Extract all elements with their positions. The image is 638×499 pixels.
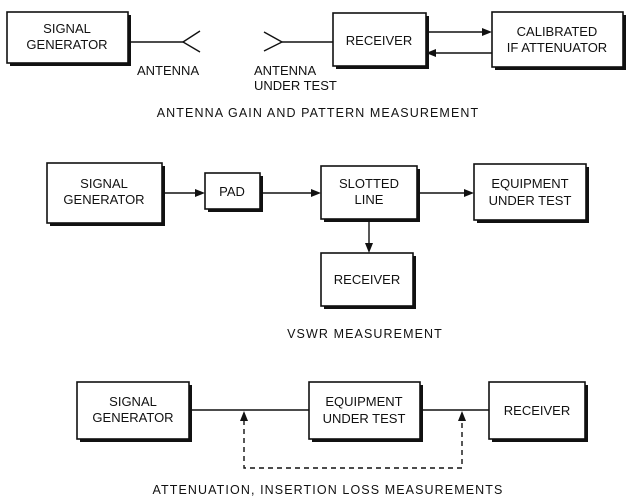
atten-equipment-under-test-block: EQUIPMENT UNDER TEST: [308, 381, 423, 442]
atten-signal-generator-block: SIGNAL GENERATOR: [76, 381, 192, 442]
antenna-gain-diagram: SIGNAL GENERATOR ANTENNA ANTENNA UNDER T…: [6, 11, 626, 120]
gain-receiver-label: RECEIVER: [346, 33, 412, 48]
attenuator-to-receiver-arrow: [426, 49, 436, 57]
atten-signal-generator-label-2: GENERATOR: [92, 410, 173, 425]
gain-receiver-block: RECEIVER: [332, 12, 429, 69]
generator-to-pad-arrow: [195, 189, 205, 197]
gain-caption: ANTENNA GAIN AND PATTERN MEASUREMENT: [157, 106, 480, 120]
slotted-to-equipment-arrow: [464, 189, 474, 197]
attenuator-label-1: CALIBRATED: [517, 24, 598, 39]
vswr-caption: VSWR MEASUREMENT: [287, 327, 443, 341]
vswr-equipment-label-1: EQUIPMENT: [491, 176, 568, 191]
pad-block: PAD: [204, 172, 263, 212]
atten-equipment-label-2: UNDER TEST: [323, 411, 406, 426]
gain-signal-generator-block: SIGNAL GENERATOR: [6, 11, 131, 66]
antenna-label: ANTENNA: [137, 63, 199, 78]
slotted-line-label-2: LINE: [355, 192, 384, 207]
calibrated-if-attenuator-block: CALIBRATED IF ATTENUATOR: [491, 11, 626, 70]
attenuation-caption: ATTENUATION, INSERTION LOSS MEASUREMENTS: [153, 483, 504, 497]
pad-label: PAD: [219, 184, 245, 199]
bypass-arrow-right: [458, 411, 466, 421]
slotted-line-block: SLOTTED LINE: [320, 165, 420, 222]
vswr-signal-generator-label-1: SIGNAL: [80, 176, 128, 191]
gain-signal-generator-label-2: GENERATOR: [26, 37, 107, 52]
atten-receiver-block: RECEIVER: [488, 381, 588, 442]
antenna-under-test-label-2: UNDER TEST: [254, 78, 337, 93]
slotted-line-label-1: SLOTTED: [339, 176, 399, 191]
atten-receiver-label: RECEIVER: [504, 403, 570, 418]
vswr-equipment-label-2: UNDER TEST: [489, 193, 572, 208]
pad-to-slotted-arrow: [311, 189, 321, 197]
slotted-to-receiver-arrow: [365, 243, 373, 253]
vswr-diagram: SIGNAL GENERATOR PAD SLOTTED LINE EQUIPM…: [46, 162, 589, 341]
attenuation-diagram: SIGNAL GENERATOR EQUIPMENT UNDER TEST RE…: [76, 381, 588, 497]
vswr-receiver-block: RECEIVER: [320, 252, 416, 309]
vswr-equipment-under-test-block: EQUIPMENT UNDER TEST: [473, 163, 589, 223]
atten-signal-generator-label-1: SIGNAL: [109, 394, 157, 409]
attenuator-label-2: IF ATTENUATOR: [507, 40, 607, 55]
vswr-receiver-label: RECEIVER: [334, 272, 400, 287]
bypass-arrow-left: [240, 411, 248, 421]
vswr-signal-generator-block: SIGNAL GENERATOR: [46, 162, 165, 226]
bypass-dashed-line: [243, 420, 463, 469]
transmit-antenna-icon: [181, 30, 201, 53]
receiver-to-attenuator-arrow: [482, 28, 492, 36]
atten-equipment-label-1: EQUIPMENT: [325, 394, 402, 409]
vswr-signal-generator-label-2: GENERATOR: [63, 192, 144, 207]
antenna-under-test-label-1: ANTENNA: [254, 63, 316, 78]
gain-signal-generator-label-1: SIGNAL: [43, 21, 91, 36]
antenna-under-test-icon: [263, 31, 284, 52]
